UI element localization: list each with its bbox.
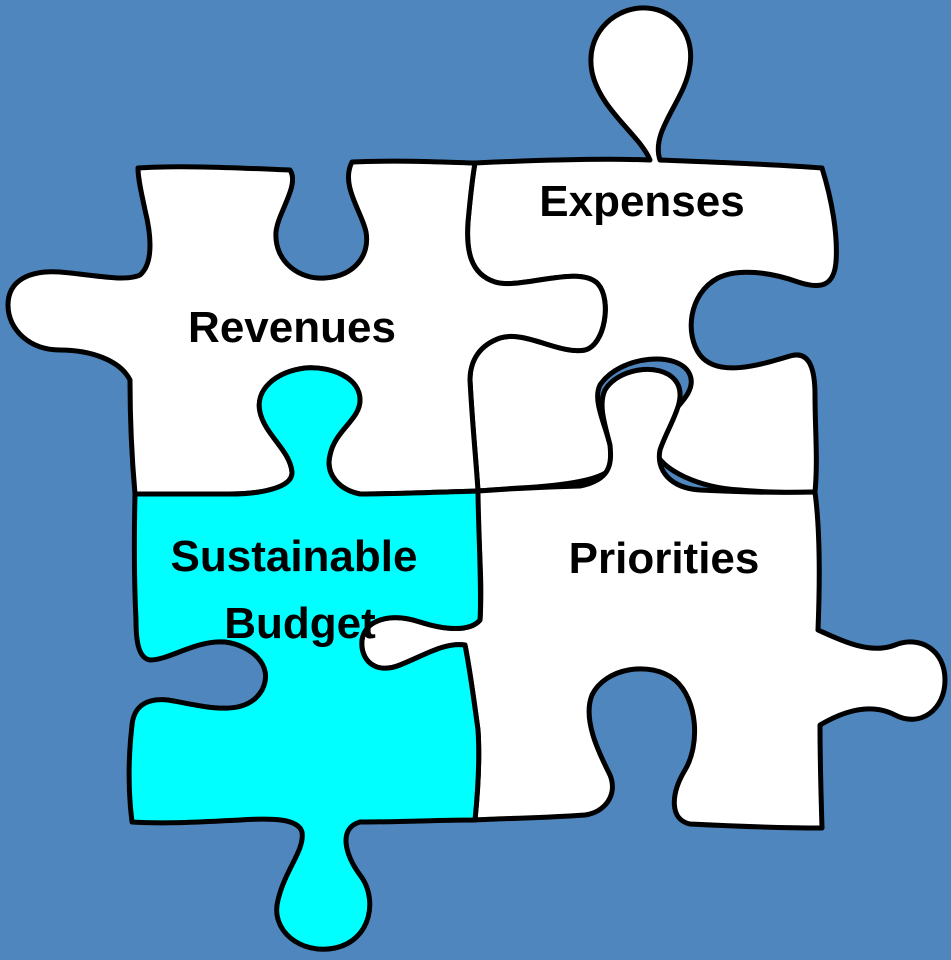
label-budget: Budget [224,599,376,648]
label-sustainable: Sustainable [171,532,418,581]
puzzle-piece-sustainable-budget [126,365,484,952]
label-revenues: Revenues [188,303,396,352]
label-priorities: Priorities [569,534,760,583]
label-expenses: Expenses [539,177,744,226]
